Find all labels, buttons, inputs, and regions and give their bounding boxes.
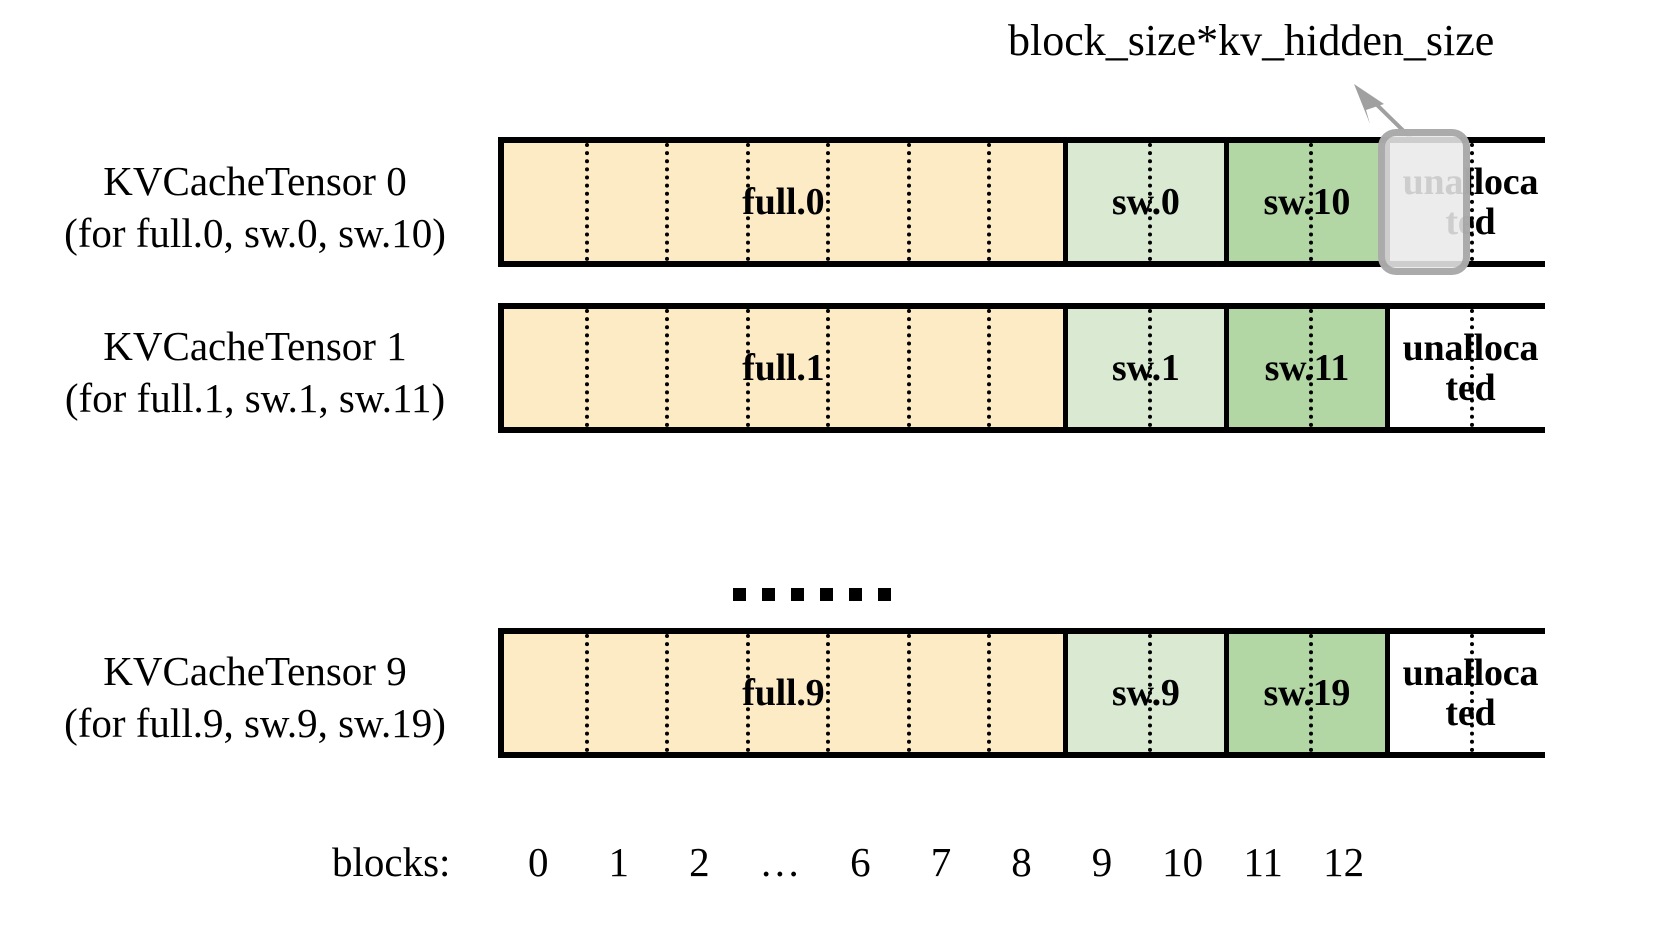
block-divider [665, 309, 670, 427]
full-segment[interactable]: full.1 [504, 309, 1068, 427]
block-divider [584, 143, 589, 261]
ellipsis-dot [791, 588, 804, 601]
row-label-0: KVCacheTensor 0 (for full.0, sw.0, sw.10) [20, 155, 490, 260]
axis-tick-1: 1 [608, 839, 630, 885]
sw-dark-segment-label: sw.10 [1263, 180, 1351, 223]
block-divider [987, 143, 992, 261]
full-segment-label: full.1 [742, 346, 825, 389]
annotation-label: block_size*kv_hidden_size [1008, 16, 1495, 65]
block-divider [1148, 309, 1153, 427]
ellipsis-dot [762, 588, 775, 601]
block-divider [1309, 634, 1314, 752]
kvcache-tensor-bar-1[interactable]: full.1 sw.1 sw.11 unalloca ted [498, 303, 1551, 433]
sw-dark-segment[interactable]: sw.10 [1228, 143, 1390, 261]
axis-tick-7: 7 [930, 839, 952, 885]
block-divider [1470, 309, 1475, 427]
row-subtitle: (for full.0, sw.0, sw.10) [64, 210, 446, 257]
block-divider [1470, 634, 1475, 752]
axis-tick-…: … [759, 839, 801, 885]
block-divider [987, 309, 992, 427]
unallocated-segment[interactable]: unalloca ted [1389, 634, 1551, 752]
full-segment-label: full.0 [742, 180, 825, 223]
block-divider [906, 143, 911, 261]
block-divider [1470, 143, 1475, 261]
axis-tick-2: 2 [689, 839, 710, 885]
block-divider [1309, 143, 1314, 261]
block-divider [987, 634, 992, 752]
row-subtitle: (for full.1, sw.1, sw.11) [64, 375, 446, 422]
block-divider [826, 309, 831, 427]
ellipsis-dot [878, 588, 891, 601]
axis-tick-8: 8 [1011, 839, 1032, 885]
sw-light-segment[interactable]: sw.1 [1067, 309, 1229, 427]
row-label-1: KVCacheTensor 1 (for full.1, sw.1, sw.11) [20, 320, 490, 425]
block-divider [665, 143, 670, 261]
block-divider [826, 143, 831, 261]
sw-light-segment[interactable]: sw.0 [1067, 143, 1229, 261]
axis-tick-0: 0 [528, 839, 549, 885]
block-divider [906, 309, 911, 427]
sw-dark-segment[interactable]: sw.11 [1228, 309, 1390, 427]
ellipsis-dot [820, 588, 833, 601]
unallocated-segment-label: unalloca ted [1402, 326, 1539, 409]
block-divider [584, 309, 589, 427]
ellipsis-dot [733, 588, 746, 601]
axis-tick-10: 10 [1162, 839, 1204, 885]
row-subtitle: (for full.9, sw.9, sw.19) [64, 700, 446, 747]
axis-tick-11: 11 [1243, 839, 1283, 885]
block-divider [1309, 309, 1314, 427]
vertical-ellipsis [733, 588, 891, 601]
sw-dark-segment-label: sw.11 [1264, 346, 1350, 389]
row-label-2: KVCacheTensor 9 (for full.9, sw.9, sw.19) [20, 645, 490, 750]
full-segment[interactable]: full.0 [504, 143, 1068, 261]
highlighted-block[interactable] [1377, 129, 1471, 275]
block-divider [1148, 143, 1153, 261]
axis-tick-9: 9 [1091, 839, 1113, 885]
full-segment-label: full.9 [742, 671, 825, 714]
block-divider [906, 634, 911, 752]
sw-dark-segment-label: sw.19 [1263, 671, 1351, 714]
row-title: KVCacheTensor 1 [103, 323, 407, 369]
axis-title: blocks: [332, 839, 451, 885]
row-title: KVCacheTensor 0 [103, 158, 407, 204]
kvcache-tensor-bar-2[interactable]: full.9 sw.9 sw.19 unalloca ted [498, 628, 1551, 758]
block-divider [826, 634, 831, 752]
axis-tick-12: 12 [1323, 839, 1365, 885]
block-divider [665, 634, 670, 752]
block-divider [745, 309, 750, 427]
sw-light-segment-label: sw.0 [1111, 180, 1180, 223]
row-title: KVCacheTensor 9 [103, 648, 407, 694]
axis-tick-6: 6 [850, 839, 871, 885]
block-divider [745, 634, 750, 752]
unallocated-segment[interactable]: unalloca ted [1389, 309, 1551, 427]
block-divider [1148, 634, 1153, 752]
block-divider [745, 143, 750, 261]
sw-light-segment-label: sw.1 [1111, 346, 1180, 389]
sw-light-segment-label: sw.9 [1111, 671, 1180, 714]
block-divider [584, 634, 589, 752]
sw-dark-segment[interactable]: sw.19 [1228, 634, 1390, 752]
full-segment[interactable]: full.9 [504, 634, 1068, 752]
sw-light-segment[interactable]: sw.9 [1067, 634, 1229, 752]
ellipsis-dot [849, 588, 862, 601]
unallocated-segment-label: unalloca ted [1402, 651, 1539, 734]
